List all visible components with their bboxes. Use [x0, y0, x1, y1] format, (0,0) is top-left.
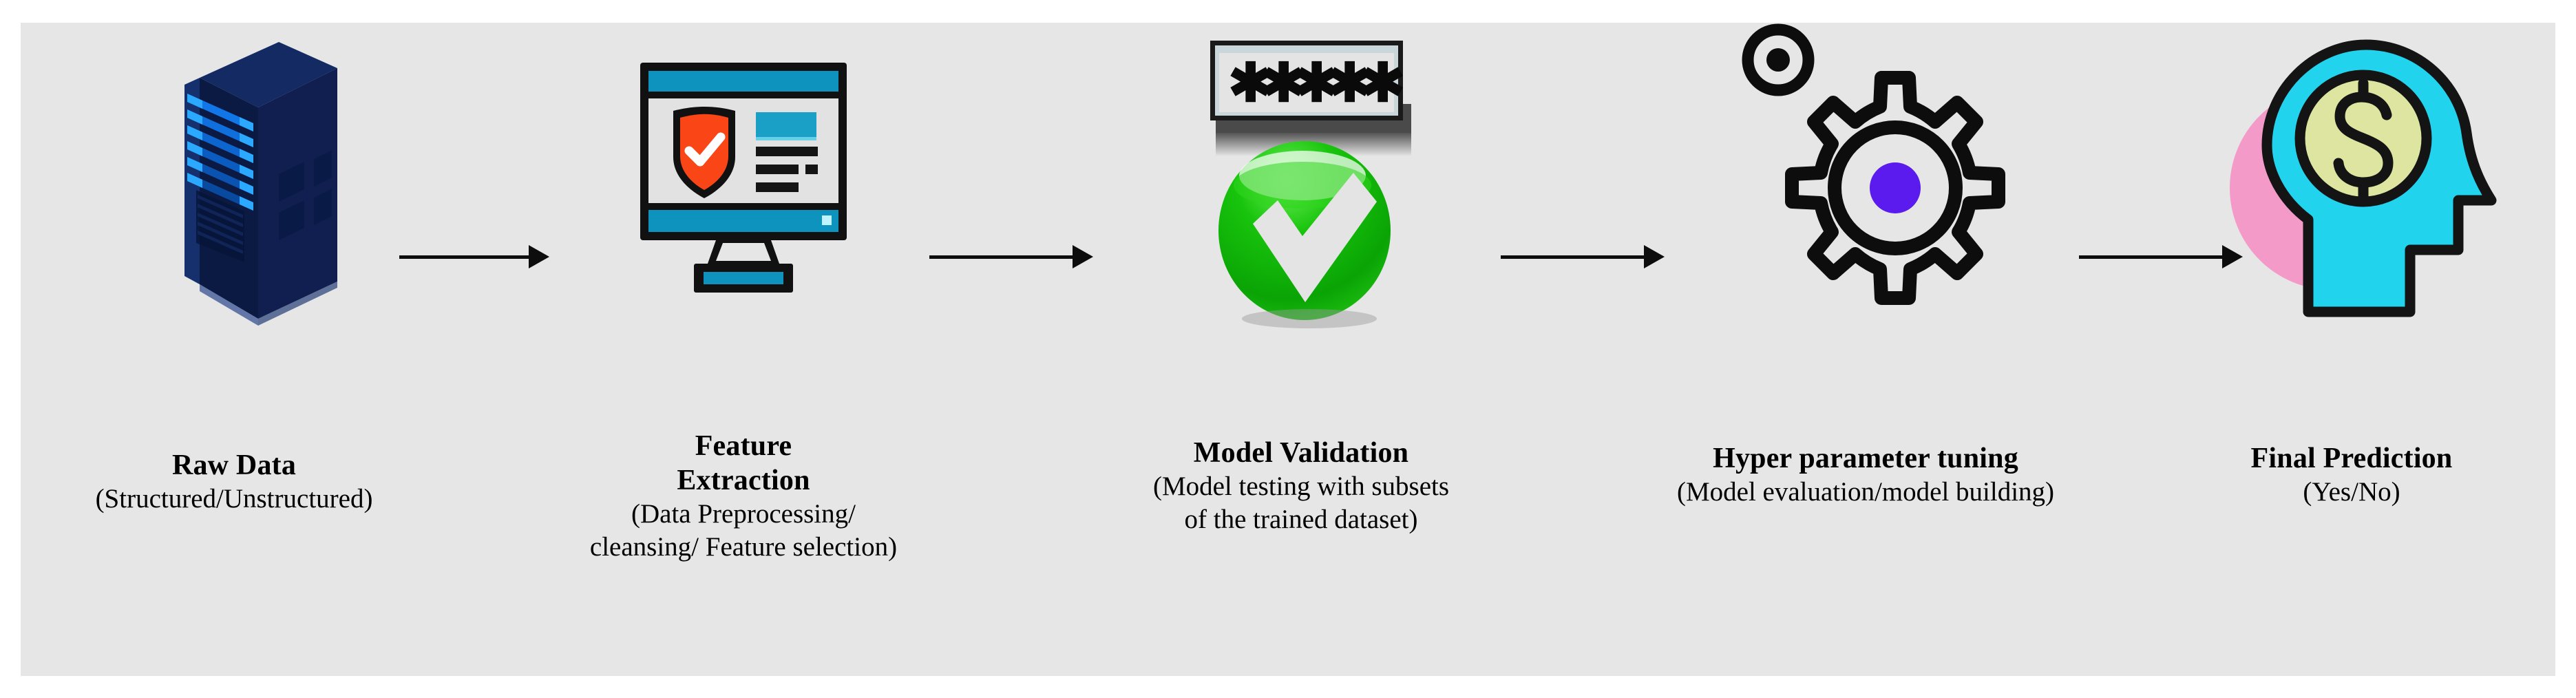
stage-feature-extraction: Feature Extraction (Data Preprocessing/ …	[530, 23, 957, 676]
raw-data-subtitle-1: (Structured/Unstructured)	[95, 484, 373, 514]
feature-extraction-title-1: Feature	[695, 430, 792, 462]
model-validation-subtitle-1: (Model testing with subsets	[1152, 472, 1450, 501]
final-prediction-caption: Final Prediction (Yes/No)	[2148, 441, 2555, 509]
raw-data-caption: Raw Data (Structured/Unstructured)	[21, 448, 447, 516]
arrow-4-shaft	[2079, 255, 2225, 259]
server-icon	[131, 42, 337, 338]
raw-data-icon-box	[21, 23, 447, 436]
diagram-panel: Raw Data (Structured/Unstructured)	[21, 23, 2555, 676]
gear-icon	[1718, 17, 2014, 341]
arrow-4	[2079, 243, 2244, 271]
gear-center-dot	[1870, 162, 1921, 213]
stage-model-validation: ✱ ✱ ✱ ✱ ✱	[1053, 23, 1549, 676]
arrow-3-shaft	[1501, 255, 1647, 259]
password-asterisk: ✱	[1360, 52, 1405, 113]
final-prediction-subtitle-1: (Yes/No)	[2303, 477, 2400, 507]
feature-extraction-subtitle-2: cleansing/ Feature selection)	[589, 532, 898, 562]
arrow-1-head	[529, 245, 549, 268]
model-validation-title: Model Validation	[1193, 437, 1409, 469]
model-validation-icon-box: ✱ ✱ ✱ ✱ ✱	[1053, 23, 1549, 436]
arrow-2	[929, 243, 1095, 271]
arrow-2-shaft	[929, 255, 1075, 259]
hyper-parameter-icon-box	[1625, 23, 2107, 436]
final-prediction-icon-box	[2148, 23, 2555, 436]
arrow-2-head	[1073, 245, 1093, 268]
model-validation-subtitle-2: of the trained dataset)	[1184, 505, 1418, 534]
arrow-3	[1501, 243, 1666, 271]
feature-extraction-title-2: Extraction	[677, 465, 810, 496]
arrow-3-head	[1644, 245, 1665, 268]
stage-hyper-parameter-tuning: Hyper parameter tuning (Model evaluation…	[1625, 23, 2107, 676]
feature-extraction-subtitle-1: (Data Preprocessing/	[631, 499, 856, 529]
hyper-parameter-title: Hyper parameter tuning	[1713, 443, 2018, 474]
final-prediction-title: Final Prediction	[2250, 443, 2453, 474]
password-asterisk: ✱	[1294, 52, 1339, 113]
monitor-shield-icon	[599, 36, 888, 319]
arrow-1	[399, 243, 551, 271]
head-dollar-icon	[2204, 35, 2500, 324]
password-asterisk: ✱	[1228, 52, 1273, 113]
arrow-4-head	[2222, 245, 2243, 268]
model-validation-caption: Model Validation (Model testing with sub…	[1053, 436, 1549, 536]
password-asterisk: ✱	[1327, 52, 1372, 113]
hyper-parameter-caption: Hyper parameter tuning (Model evaluation…	[1625, 441, 2107, 509]
small-ring-icon	[1742, 23, 1815, 96]
stage-final-prediction: Final Prediction (Yes/No)	[2148, 23, 2555, 676]
hyper-parameter-subtitle-1: (Model evaluation/model building)	[1676, 477, 2055, 507]
password-asterisk: ✱	[1261, 52, 1306, 113]
arrow-1-shaft	[399, 255, 531, 259]
feature-extraction-caption: Feature Extraction (Data Preprocessing/ …	[530, 429, 957, 564]
password-check-icon: ✱ ✱ ✱ ✱ ✱	[1150, 30, 1453, 332]
feature-extraction-icon-box	[530, 23, 957, 436]
stage-raw-data: Raw Data (Structured/Unstructured)	[21, 23, 447, 676]
raw-data-title: Raw Data	[171, 450, 297, 481]
